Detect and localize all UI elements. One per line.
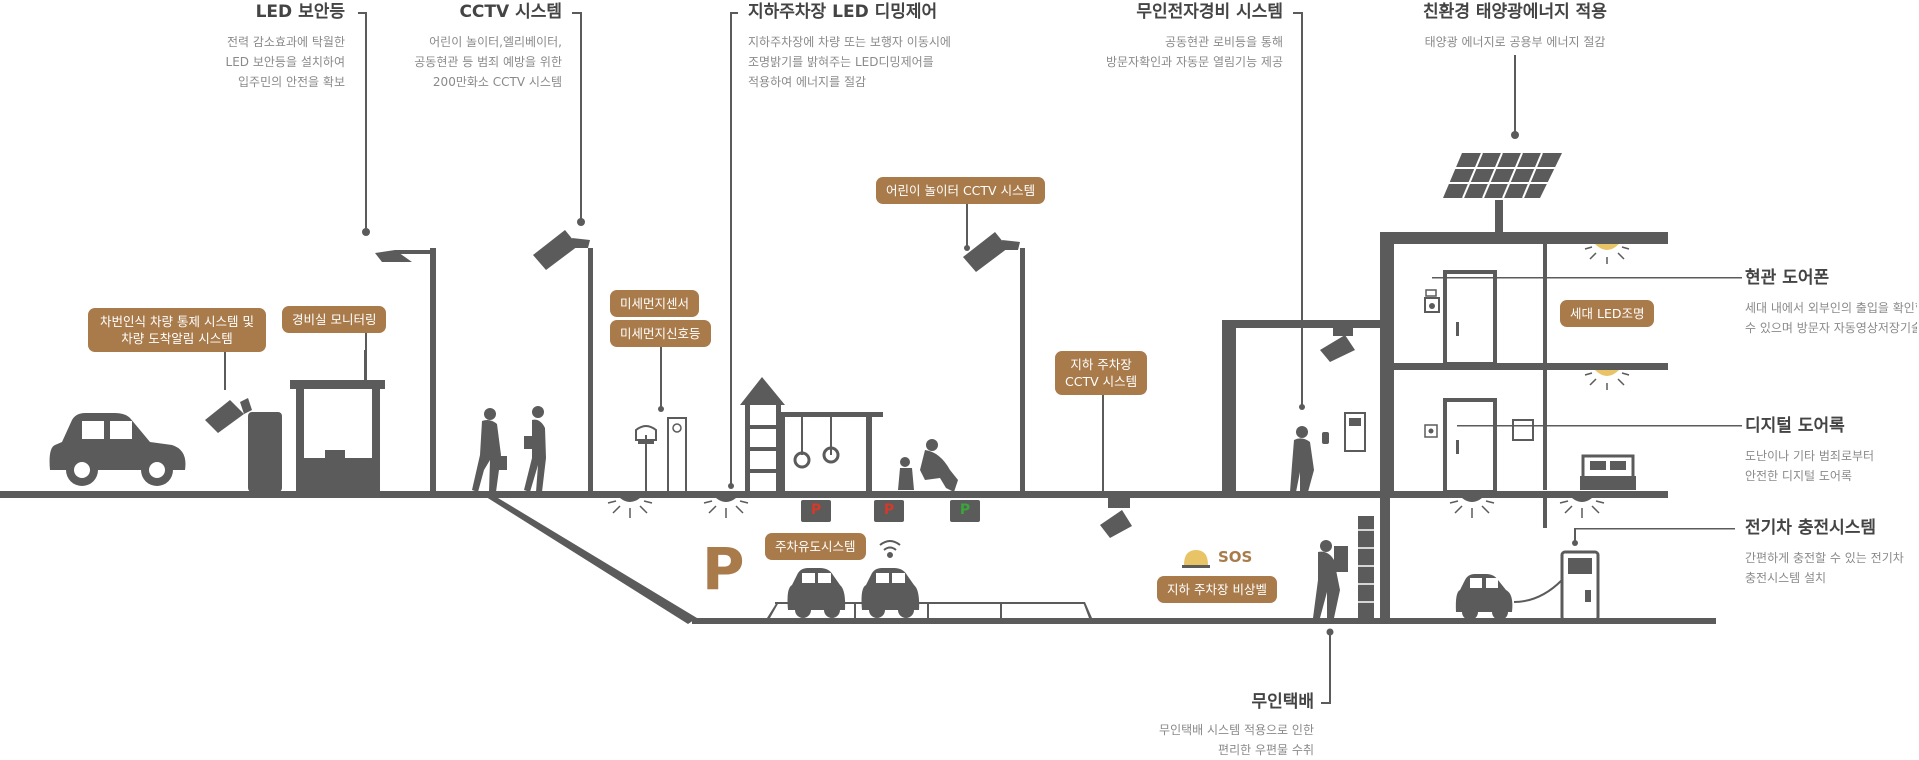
guard-booth-icon — [290, 350, 385, 492]
parcel-delivery-icon — [1313, 516, 1374, 704]
callout-parcel: 무인택배 무인택배 시스템 적용으로 인한 편리한 우편물 수취 — [1130, 692, 1314, 760]
callout-unmanned-security: 무인전자경비 시스템 공동현관 로비등을 통해 방문자확인과 자동문 열림기능 … — [1080, 2, 1283, 72]
callout-parcel-title: 무인택배 — [1251, 692, 1314, 712]
pedestrians-icon — [472, 406, 546, 492]
callout-unmanned-security-title: 무인전자경비 시스템 — [1136, 2, 1283, 22]
pill-dust-sensor: 미세먼지센서 — [610, 290, 700, 317]
underground-floor — [692, 618, 1716, 624]
callout-ev-charging-title: 전기차 충전시스템 — [1745, 518, 1877, 538]
parking-sign-3-letter: P — [959, 502, 971, 518]
parking-sign-2-letter: P — [883, 502, 895, 518]
gate-camera-icon — [205, 350, 252, 433]
playground-cctv-pole-icon — [963, 204, 1025, 492]
pill-household-led: 세대 LED조명 — [1560, 300, 1655, 327]
callout-ev-charging-desc: 간편하게 충전할 수 있는 전기차 충전시스템 설치 — [1745, 551, 1904, 585]
callout-digital-lock-title: 디지털 도어록 — [1745, 416, 1845, 436]
solar-panel-icon — [1443, 55, 1562, 199]
dust-signal-icon — [658, 346, 687, 493]
callout-parking-led-desc: 지하주차장에 차량 또는 보행자 이동시에 조명밝기를 밝혀주는 LED디밍제어… — [748, 35, 951, 89]
pill-plate-recognition: 차번인식 차량 통제 시스템 및 차량 도착알림 시스템 — [88, 308, 266, 352]
callout-cctv-title: CCTV 시스템 — [459, 2, 562, 22]
callout-ev-charging: 전기차 충전시스템 간편하게 충전할 수 있는 전기차 충전시스템 설치 — [1745, 518, 1917, 588]
callout-led-security-title: LED 보안등 — [255, 2, 345, 22]
callout-led-security: LED 보안등 전력 감소효과에 탁월한 LED 보안등을 설치하여 입주민의 … — [200, 2, 345, 92]
pill-emergency-bell: 지하 주차장 비상벨 — [1157, 576, 1277, 603]
parent-child-icon — [898, 439, 958, 492]
emergency-bell-icon — [1182, 550, 1210, 568]
wifi-icon — [879, 540, 901, 558]
sos-label: SOS — [1218, 548, 1253, 566]
household-lights — [1584, 244, 1630, 390]
callout-cctv-desc: 어린이 놀이터,엘리베이터, 공동현관 등 범죄 예방을 위한 200만화소 C… — [414, 35, 562, 89]
parking-sign-3 — [950, 500, 980, 522]
callout-digital-lock-desc: 도난이나 기타 범죄로부터 안전한 디지털 도어록 — [1745, 449, 1875, 483]
callout-door-phone: 현관 도어폰 세대 내에서 외부인의 출입을 확인할 수 있으며 방문자 자동영… — [1745, 268, 1917, 338]
car-icon — [49, 413, 186, 486]
ground-line — [0, 491, 1668, 498]
bed-icon — [1580, 454, 1636, 490]
led-street-light-icon — [358, 12, 436, 492]
door-phone-icon — [1424, 277, 1742, 313]
dust-sensor-icon — [635, 425, 657, 492]
parking-cctv-icon — [1100, 378, 1132, 538]
parking-led-pointer — [728, 12, 738, 489]
pill-parking-guide: 주차유도시스템 — [765, 533, 866, 560]
visitor-icon — [1290, 12, 1366, 492]
pill-parking-cctv: 지하 주차장 CCTV 시스템 — [1055, 351, 1148, 395]
playground-icon — [740, 377, 883, 492]
parking-sign-2 — [874, 500, 904, 522]
pill-guard-monitoring: 경비실 모니터링 — [282, 306, 387, 333]
lobby-camera-icon — [1320, 328, 1355, 362]
callout-digital-lock: 디지털 도어록 도난이나 기타 범죄로부터 안전한 디지털 도어록 — [1745, 416, 1917, 486]
parking-sign-1-letter: P — [810, 502, 822, 518]
callout-door-phone-desc: 세대 내에서 외부인의 출입을 확인할 수 있으며 방문자 자동영상저장기술 — [1745, 301, 1917, 335]
callout-parking-led: 지하주차장 LED 디밍제어 지하주차장에 차량 또는 보행자 이동시에 조명밝… — [748, 2, 988, 92]
callout-parcel-desc: 무인택배 시스템 적용으로 인한 편리한 우편물 수취 — [1159, 723, 1314, 757]
cctv-pole-icon — [533, 12, 593, 492]
pill-playground-cctv: 어린이 놀이터 CCTV 시스템 — [876, 177, 1046, 204]
callout-led-security-desc: 전력 감소효과에 탁월한 LED 보안등을 설치하여 입주민의 안전을 확보 — [225, 35, 345, 89]
parking-car-2-icon — [861, 568, 920, 618]
parking-ramp — [483, 495, 697, 624]
callout-unmanned-security-desc: 공동현관 로비등을 통해 방문자확인과 자동문 열림기능 제공 — [1105, 35, 1283, 69]
callout-solar-desc: 태양광 에너지로 공용부 에너지 절감 — [1424, 35, 1606, 49]
pill-dust-signal: 미세먼지신호등 — [610, 320, 711, 347]
parking-car-1-icon — [787, 568, 846, 618]
parking-sign-1 — [801, 500, 831, 522]
parking-letter: P — [702, 535, 745, 603]
callout-solar-title: 친환경 태양광에너지 적용 — [1423, 2, 1607, 22]
ceiling-lights — [607, 498, 1605, 518]
ev-car-icon — [1455, 574, 1513, 620]
callout-door-phone-title: 현관 도어폰 — [1745, 268, 1830, 288]
callout-solar: 친환경 태양광에너지 적용 태양광 에너지로 공용부 에너지 절감 — [1395, 2, 1635, 52]
digital-lock-icon — [1424, 419, 1742, 441]
lower-door-icon — [1443, 398, 1497, 494]
callout-cctv: CCTV 시스템 어린이 놀이터,엘리베이터, 공동현관 등 범죄 예방을 위한… — [390, 2, 562, 92]
barrier-pillar — [248, 412, 282, 492]
upper-door-icon — [1443, 270, 1497, 366]
ev-charger-icon — [1513, 528, 1735, 622]
callout-parking-led-title: 지하주차장 LED 디밍제어 — [748, 2, 938, 22]
parking-slot-lines — [767, 602, 1092, 618]
